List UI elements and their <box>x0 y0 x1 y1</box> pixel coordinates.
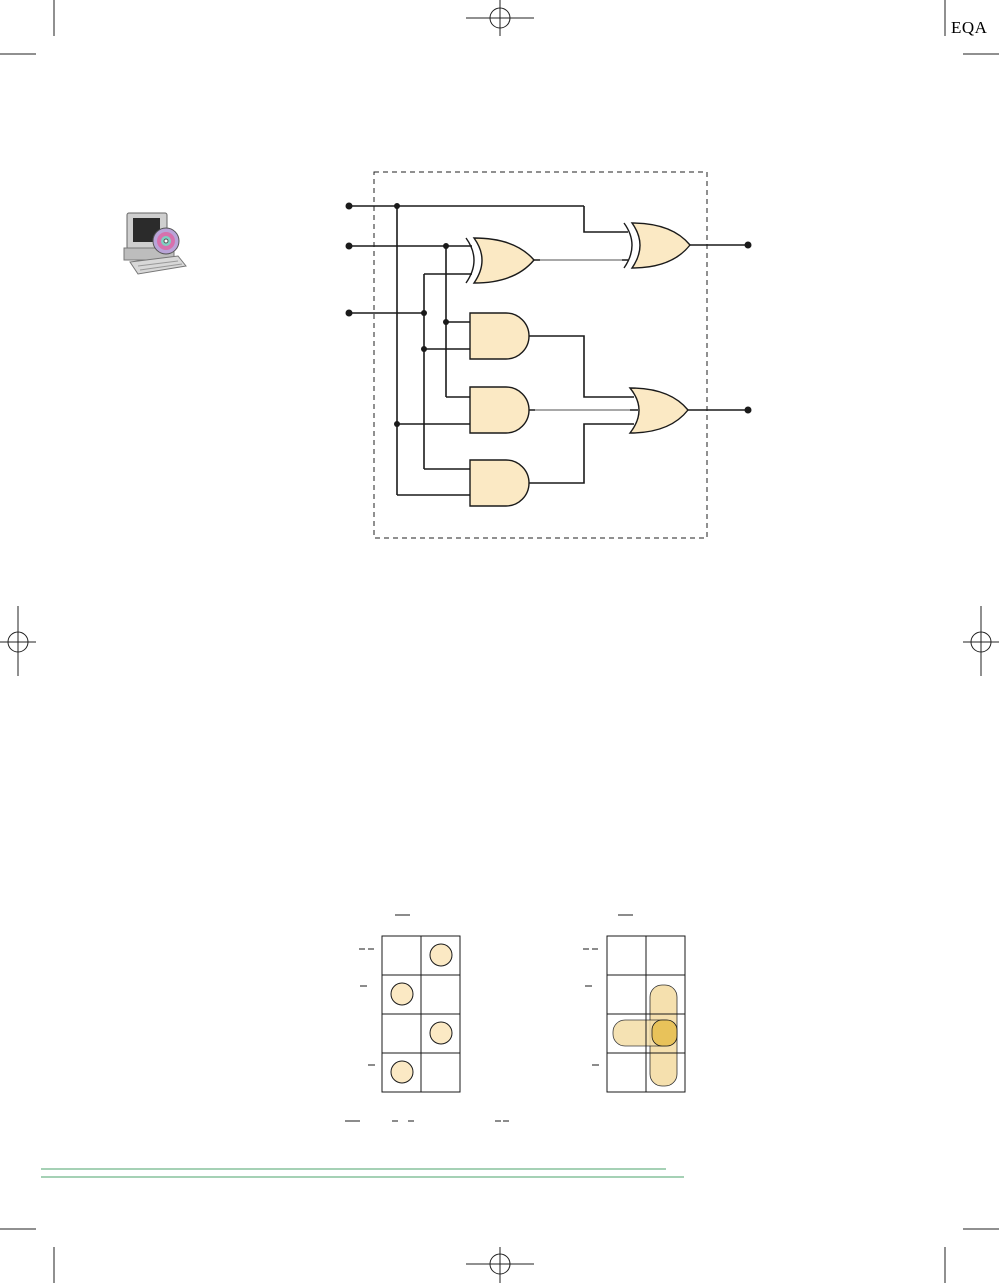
junction-dots <box>345 202 752 427</box>
and-gate-2 <box>469 386 530 434</box>
adder-enclosure <box>373 171 708 539</box>
karnaugh-map-1 <box>359 914 461 1093</box>
and-gate-3 <box>469 459 530 507</box>
logic-circuit <box>345 171 752 539</box>
and-gate-1 <box>469 312 530 360</box>
page-tag: EQA <box>951 18 988 37</box>
karnaugh-map-2 <box>583 914 686 1093</box>
computer-with-cd-icon <box>123 212 187 275</box>
xor-gate-1 <box>465 237 535 284</box>
or-gate <box>628 387 689 434</box>
footer-rule <box>41 1168 684 1178</box>
xor-gate-2 <box>623 222 691 269</box>
